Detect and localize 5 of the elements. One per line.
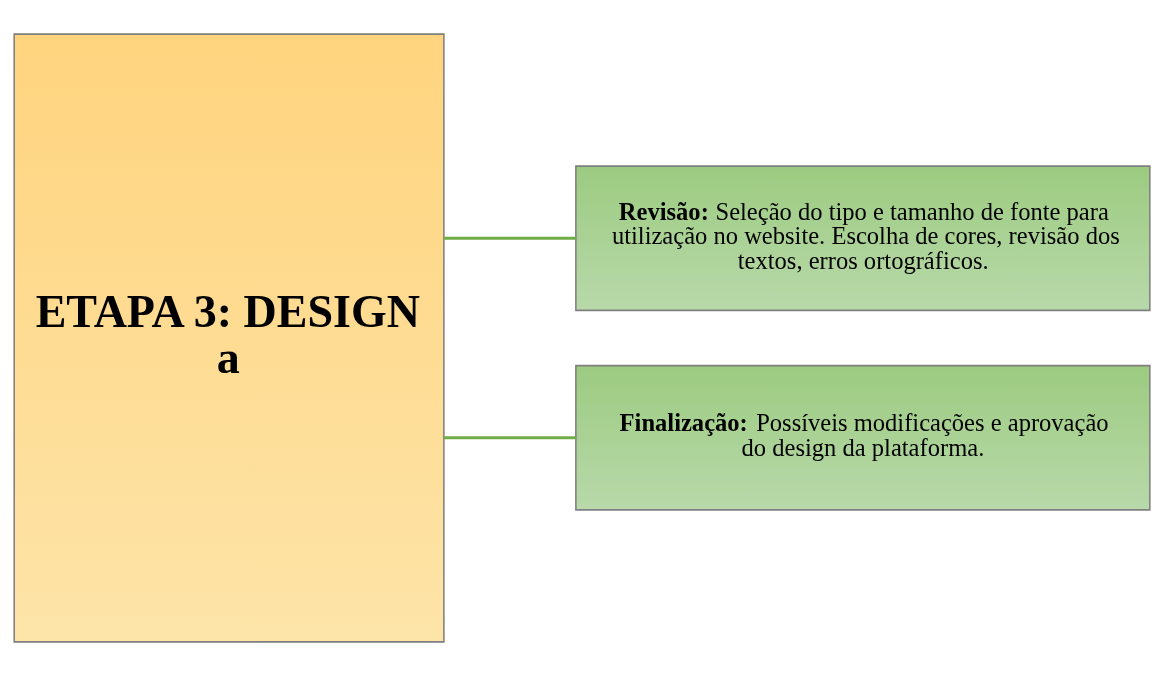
node-box: ETAPA 3: DESIGN a <box>13 32 445 643</box>
node-box: Finalização: Possíveis modificações e aprovação do design da plataforma. <box>575 364 1151 511</box>
connector <box>444 435 576 439</box>
connector <box>444 236 576 240</box>
node-box: Revisão: Seleção do tipo e tamanho de fonte para utilização no website. Escolha de cores, revisão dos textos, erros ortográficos. <box>575 164 1151 311</box>
